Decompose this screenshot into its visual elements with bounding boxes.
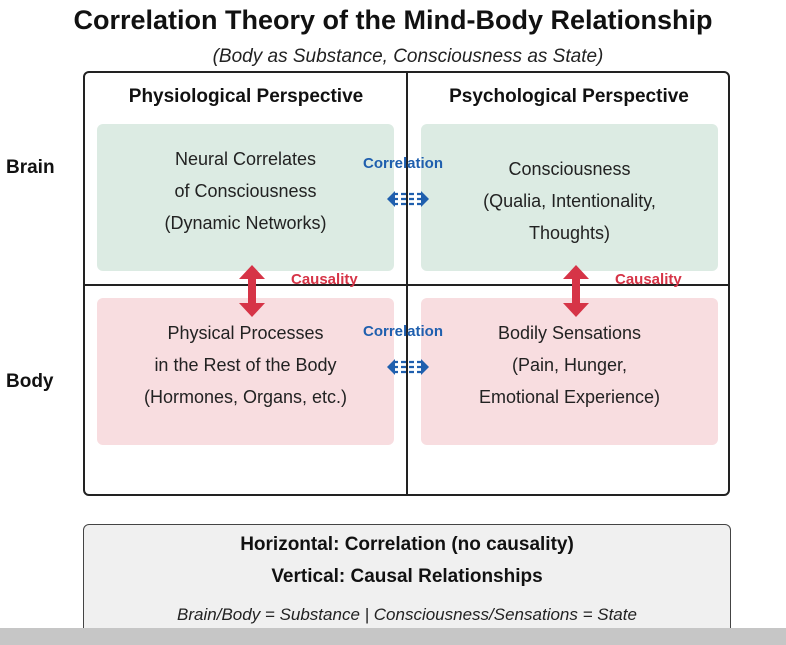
legend-vertical: Vertical: Causal Relationships <box>271 566 543 587</box>
row-header-brain: Brain <box>6 157 55 178</box>
legend-horizontal: Horizontal: Correlation (no causality) <box>240 534 574 555</box>
causality-label-physiological: Causality <box>291 271 358 288</box>
correlation-arrow-body-icon <box>387 359 429 375</box>
column-header-psychological: Psychological Perspective <box>449 86 689 107</box>
cell-line: of Consciousness <box>174 180 317 201</box>
cell-line: (Qualia, Intentionality, <box>483 190 656 211</box>
legend-box: Horizontal: Correlation (no causality) V… <box>83 524 731 640</box>
cell-brain-physiological: Neural Correlates of Consciousness (Dyna… <box>97 124 394 271</box>
cell-body-psychological: Bodily Sensations (Pain, Hunger, Emotion… <box>421 298 718 445</box>
cell-line: Consciousness <box>508 158 631 179</box>
diagram-title: Correlation Theory of the Mind-Body Rela… <box>73 5 713 35</box>
cell-line: Emotional Experience) <box>478 386 661 407</box>
cell-line: (Dynamic Networks) <box>164 212 327 233</box>
cell-line: (Pain, Hunger, <box>511 354 628 375</box>
correlation-label-body: Correlation <box>363 323 444 340</box>
cell-line: Neural Correlates <box>174 148 317 169</box>
cell-line: (Hormones, Organs, etc.) <box>143 386 348 407</box>
cell-line: Thoughts) <box>528 222 611 243</box>
causality-label-psychological: Causality <box>615 271 682 288</box>
cell-body-physiological: Physical Processes in the Rest of the Bo… <box>97 298 394 445</box>
row-header-body: Body <box>6 371 54 392</box>
column-header-physiological: Physiological Perspective <box>128 86 364 107</box>
bottom-scrollbar-track <box>0 628 786 645</box>
grid-horizontal-divider <box>84 284 729 286</box>
causality-arrow-physiological-icon <box>239 265 265 317</box>
cell-line: in the Rest of the Body <box>154 354 337 375</box>
correlation-label-brain: Correlation <box>363 155 444 172</box>
legend-note: Brain/Body = Substance | Consciousness/S… <box>177 605 637 624</box>
cell-line: Bodily Sensations <box>497 322 642 343</box>
causality-arrow-psychological-icon <box>563 265 589 317</box>
diagram-subtitle: (Body as Substance, Consciousness as Sta… <box>212 46 604 67</box>
cell-brain-psychological: Consciousness (Qualia, Intentionality, T… <box>421 124 718 271</box>
cell-line: Physical Processes <box>167 322 324 343</box>
correlation-arrow-brain-icon <box>387 191 429 207</box>
